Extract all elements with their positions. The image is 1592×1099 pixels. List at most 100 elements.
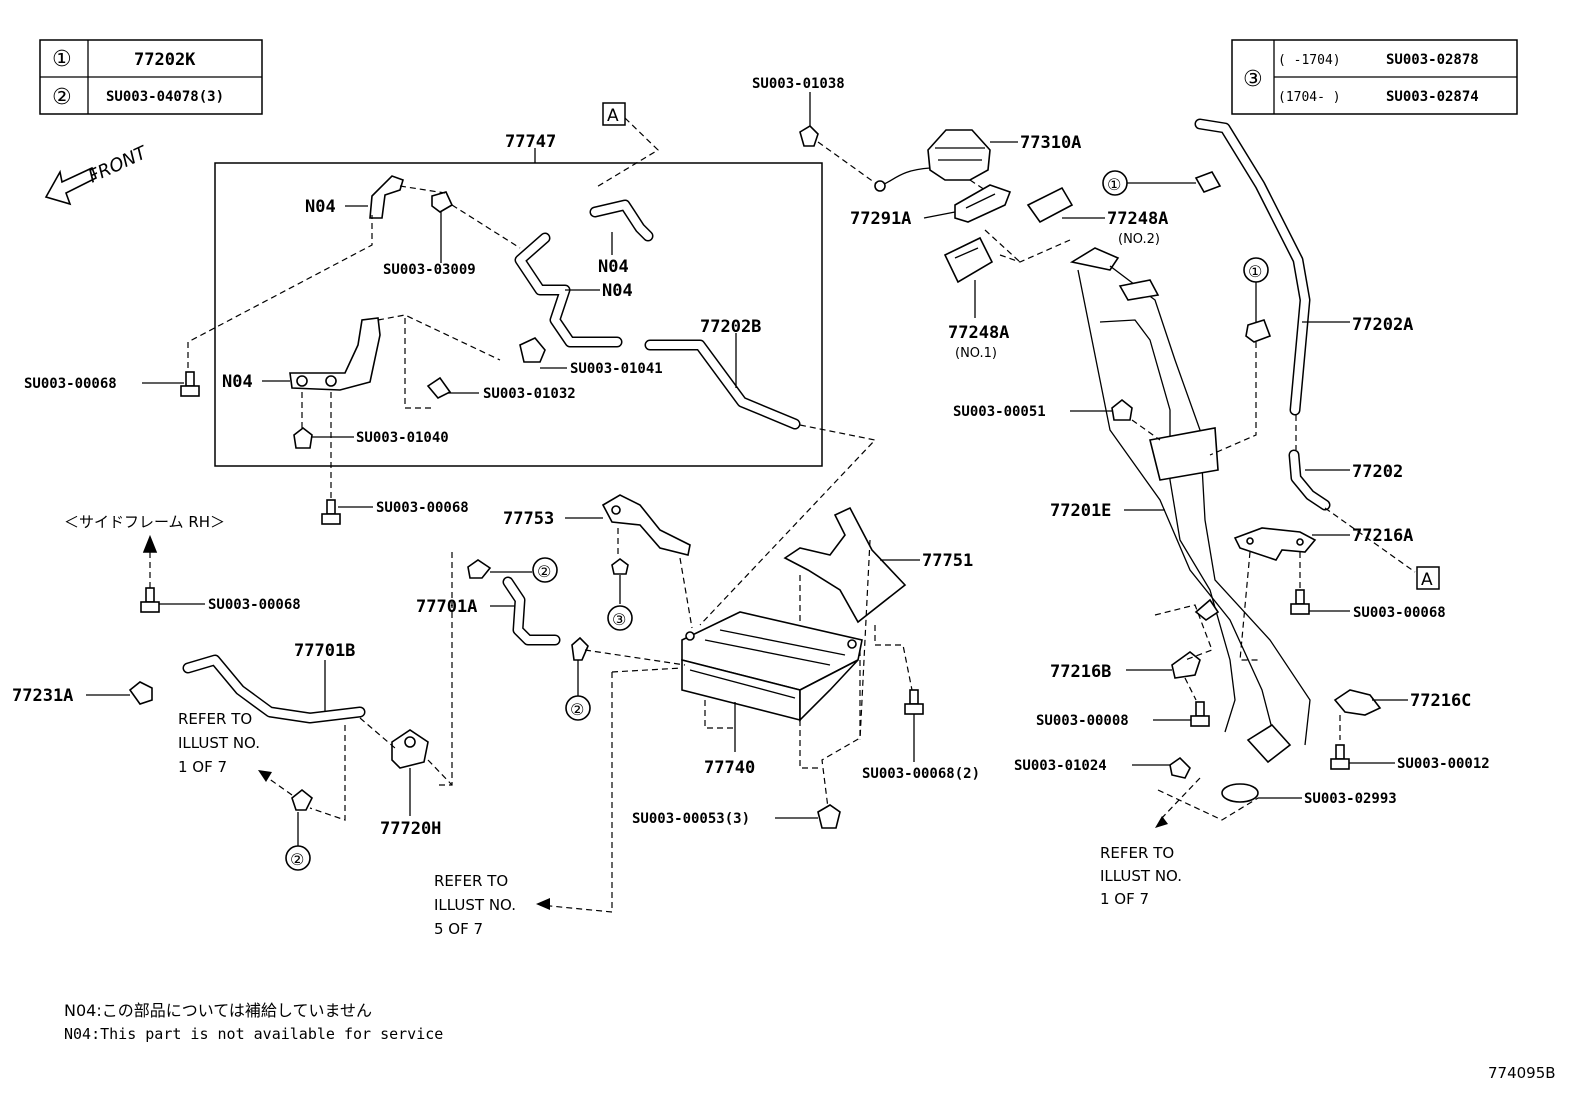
nut-su003-01040-icon [293, 426, 313, 449]
bracket-77753-icon [601, 494, 691, 556]
label-77216b: 77216B [1050, 662, 1111, 682]
label-77248a-no2: 77248A [1107, 209, 1168, 229]
filler-neck-77201e-icon [1069, 247, 1311, 764]
label-su003-02993: SU003-02993 [1304, 791, 1397, 807]
ref-a-right: A [1421, 570, 1433, 590]
bracket-n04-lower-icon [289, 317, 381, 391]
refer-right-line-2: ILLUST NO. [1100, 867, 1182, 885]
bolt-su003-00068-left-icon [180, 371, 200, 397]
label-77202b: 77202B [700, 317, 761, 337]
label-77747: 77747 [505, 132, 556, 152]
label-su003-03009: SU003-03009 [383, 262, 476, 278]
label-n04-a: N04 [305, 197, 336, 217]
legend-right-part-2: SU003-02874 [1386, 89, 1479, 105]
callout-2c: ② [290, 850, 304, 869]
label-su003-00068-b: SU003-00068 [376, 500, 469, 516]
bracket-77216a-icon [1233, 527, 1317, 561]
legend-left-num-1: ① [52, 47, 72, 72]
label-su003-00068-d: SU003-00068 [1353, 605, 1446, 621]
refer-note-left: REFER TO ILLUST NO. 1 OF 7 [178, 710, 260, 776]
label-77248a-no1-sub: (NO.1) [955, 346, 997, 361]
label-su003-01038: SU003-01038 [752, 76, 845, 92]
callout-2a: ② [537, 562, 551, 581]
label-77201e: 77201E [1050, 501, 1111, 521]
callout-1a: ① [1107, 175, 1121, 194]
legend-left: ① 77202K ② SU003-04078(3) [39, 39, 263, 115]
refer-middle-line-2: ILLUST NO. [434, 896, 516, 914]
group-box-77747 [214, 162, 823, 467]
nut-under-77753-icon [611, 558, 629, 575]
clip-su003-01032-icon [426, 376, 452, 399]
label-side-frame: ＜サイドフレーム RH＞ [64, 513, 225, 531]
refer-middle-line-1: REFER TO [434, 872, 508, 890]
bolt-su003-00068-under-box-icon [321, 499, 341, 525]
label-77751: 77751 [922, 551, 973, 571]
refer-right-line-1: REFER TO [1100, 844, 1174, 862]
label-su003-01032: SU003-01032 [483, 386, 576, 402]
bracket-77216c-icon [1333, 689, 1382, 716]
label-77310a: 77310A [1020, 133, 1081, 153]
label-su003-00068-2: SU003-00068(2) [862, 766, 980, 782]
label-su003-00068-c: SU003-00068 [208, 597, 301, 613]
refer-left-line-1: REFER TO [178, 710, 252, 728]
front-arrow-icon: FRONT [44, 142, 152, 206]
label-77740: 77740 [704, 758, 755, 778]
legend-right-part-1: SU003-02878 [1386, 52, 1479, 68]
callout-2b: ② [570, 700, 584, 719]
label-77720h: 77720H [380, 819, 441, 839]
grommet-su003-00053-icon [817, 804, 841, 829]
bolt-su003-01038-icon [799, 124, 819, 147]
refer-right-line-3: 1 OF 7 [1100, 890, 1149, 908]
diagram-id: 774095B [1488, 1064, 1556, 1082]
clamp-bottom-icon [291, 788, 314, 811]
legend-right-range-2: (1704- ) [1278, 90, 1341, 105]
label-77701a: 77701A [416, 597, 477, 617]
label-77291a: 77291A [850, 209, 911, 229]
clip-su003-03009-icon [431, 191, 454, 213]
legend-right-num: ③ [1243, 67, 1263, 92]
ring-77291a-icon [954, 184, 1012, 223]
clip-su003-01041-icon [519, 337, 546, 363]
legend-left-num-2: ② [52, 85, 72, 110]
label-77216c: 77216C [1410, 691, 1471, 711]
canister-77740-icon [681, 611, 863, 722]
legend-right: ③ ( -1704) SU003-02878 (1704- ) SU003-02… [1231, 39, 1518, 115]
refer-middle-line-3: 5 OF 7 [434, 920, 483, 938]
footnote-en: N04:This part is not available for servi… [64, 1025, 443, 1043]
label-su003-00068-a: SU003-00068 [24, 376, 117, 392]
bolt-su003-00068-side-icon [140, 587, 160, 613]
label-77248a-no2-sub: (NO.2) [1118, 232, 1160, 247]
label-77202a: 77202A [1352, 315, 1413, 335]
clamp-mid-icon [571, 636, 589, 661]
label-su003-01041: SU003-01041 [570, 361, 663, 377]
label-77216a: 77216A [1352, 526, 1413, 546]
bolt-su003-00068-right-icon [1290, 589, 1310, 615]
callout-1b: ① [1248, 262, 1262, 281]
clamp-su003-02993-icon [1221, 783, 1259, 803]
label-n04-c: N04 [602, 281, 633, 301]
legend-right-range-1: ( -1704) [1278, 53, 1341, 68]
label-77202: 77202 [1352, 462, 1403, 482]
legend-left-part-2: SU003-04078(3) [106, 89, 224, 105]
label-77701b: 77701B [294, 641, 355, 661]
bolt-su003-00068-2-icon [904, 689, 924, 715]
bracket-n04-top-icon [369, 175, 404, 219]
bolt-su003-00008-icon [1190, 701, 1210, 727]
ref-a-top: A [607, 106, 619, 126]
front-label: FRONT [85, 142, 151, 188]
label-su003-00051: SU003-00051 [953, 404, 1046, 420]
label-su003-01024: SU003-01024 [1014, 758, 1107, 774]
fuel-cap-77310a-icon [874, 129, 991, 192]
refer-left-line-2: ILLUST NO. [178, 734, 260, 752]
valve-77720h-icon [391, 729, 429, 769]
refer-note-middle: REFER TO ILLUST NO. 5 OF 7 [434, 872, 516, 938]
label-n04-b: N04 [598, 257, 629, 277]
clip-1a-icon [1194, 171, 1222, 193]
label-77248a-no1: 77248A [948, 323, 1009, 343]
callout-3: ③ [612, 610, 626, 629]
clamp-top-icon [467, 559, 492, 579]
label-su003-00012: SU003-00012 [1397, 756, 1490, 772]
clip-1b-icon [1245, 319, 1272, 343]
refer-left-line-3: 1 OF 7 [178, 758, 227, 776]
